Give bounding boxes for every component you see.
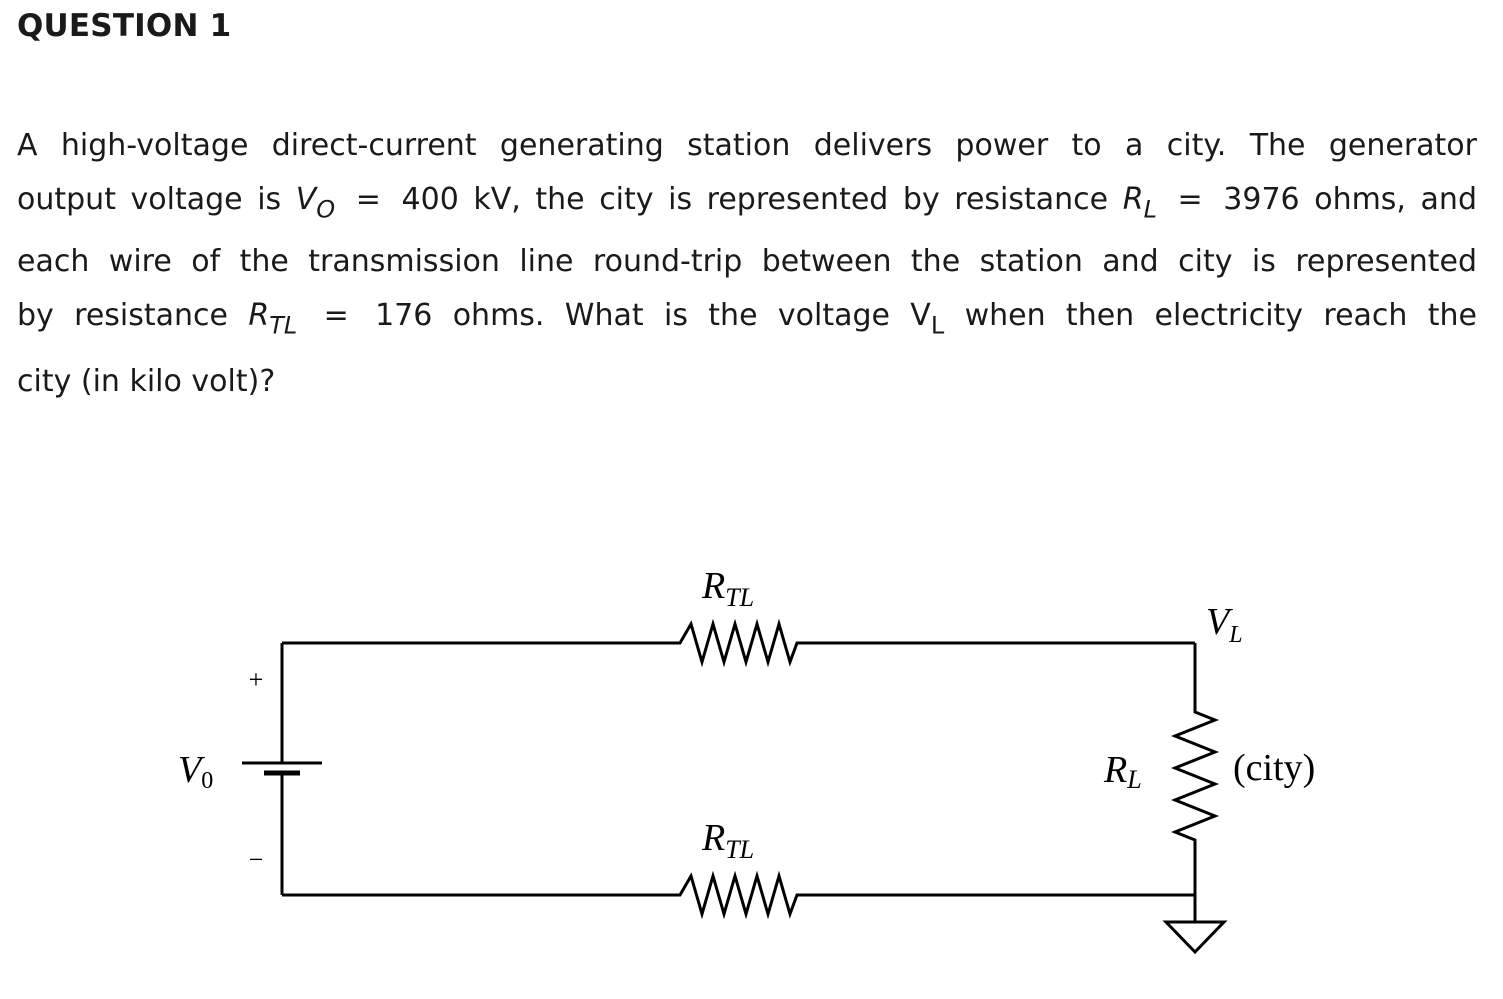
plus-sign: + [249,665,264,694]
question-line-4: by resistance RTL = 176 ohms. What is th… [17,298,1478,340]
wire-bottom [282,870,1195,920]
text-segment: 176 ohms. What is the voltage V [375,298,931,333]
question-line-3: each wire of the transmission line round… [17,244,1477,279]
top-resistor-label: RTL [701,565,754,612]
vl-subscript: L [930,311,945,340]
text-segment: when then electricity reach the [944,298,1478,333]
equals-sign: = [1177,182,1203,217]
wire-right-with-load [1170,643,1220,895]
equals-sign: = [323,298,349,333]
rtl-symbol: RTL [248,298,298,340]
load-resistor-label: RL [1103,749,1142,794]
minus-sign: − [249,845,264,874]
text-segment: by resistance [17,298,249,333]
city-label: (city) [1233,747,1315,789]
question-line-2: output voltage is VO = 400 kV, the city … [17,182,1477,224]
question-heading: QUESTION 1 [17,8,232,44]
ground-stub [1130,893,1197,922]
equals-sign: = [355,182,381,217]
rl-symbol: RL [1122,182,1157,224]
question-line-5: city (in kilo volt)? [17,364,276,399]
load-voltage-label: VL [1206,601,1243,648]
ground-icon [1162,920,1228,955]
v0-symbol: VO [295,182,336,224]
bottom-resistor-label: RTL [701,817,754,864]
question-line-1: A high-voltage direct-current generating… [17,128,1477,163]
text-segment: 3976 ohms, and [1223,182,1477,217]
text-segment: output voltage is [17,182,296,217]
source-voltage-label: V0 [178,749,213,794]
text-segment: 400 kV, the city is represented by resis… [401,182,1123,217]
wire-top [282,618,1195,668]
